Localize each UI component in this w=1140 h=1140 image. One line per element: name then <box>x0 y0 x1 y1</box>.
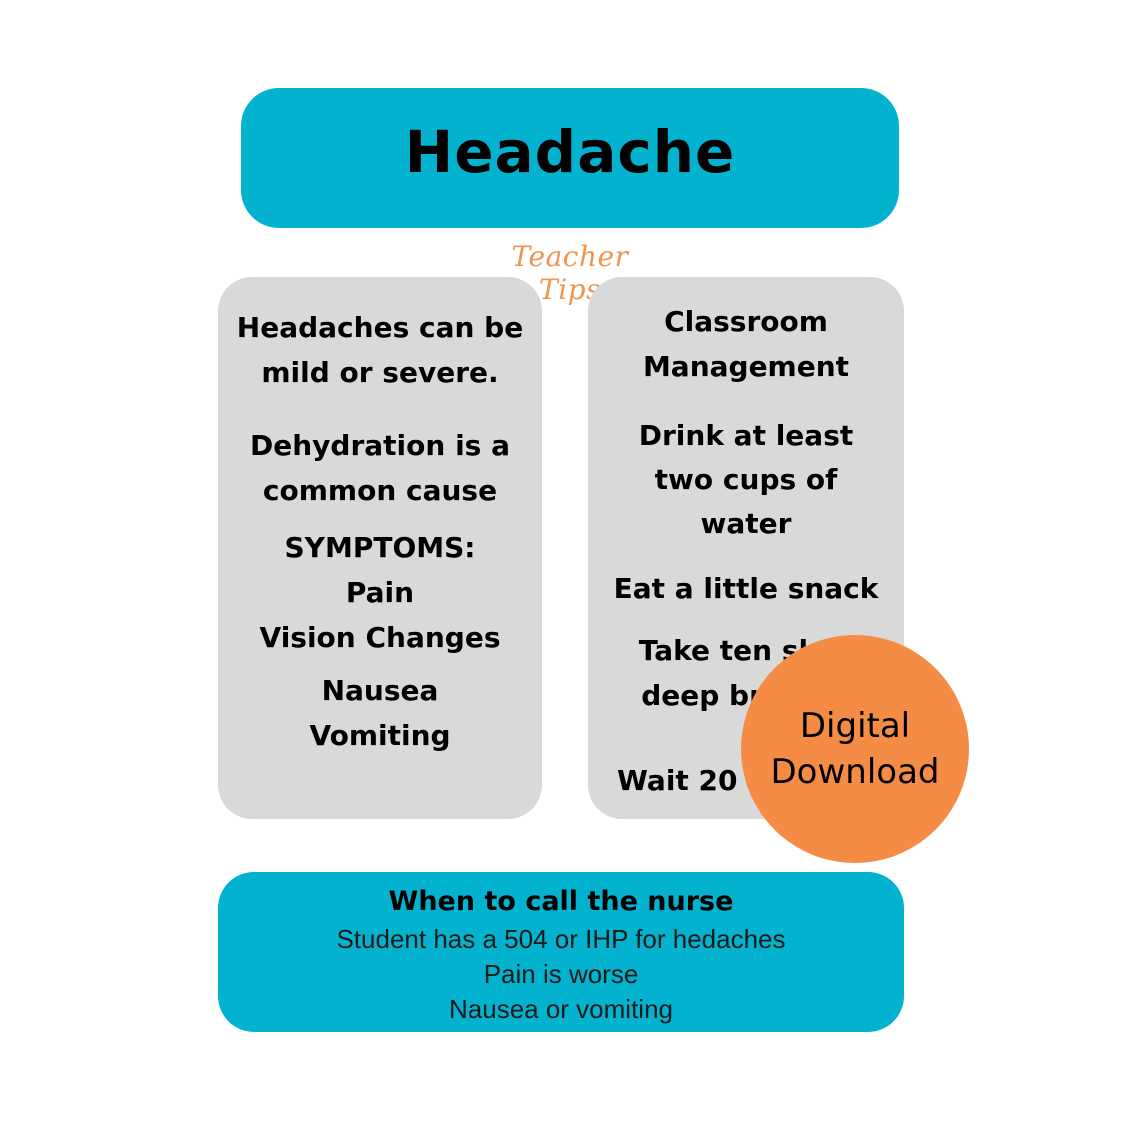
card-text-line: Headaches can be <box>236 311 524 344</box>
badge-line: Download <box>770 752 940 792</box>
symptom-item: Pain <box>345 576 415 609</box>
tip-item: Eat a little snack <box>613 572 879 605</box>
tip-item: two cups of <box>654 463 838 496</box>
title-banner: Headache <box>241 88 899 228</box>
symptom-item: Vomiting <box>309 719 451 752</box>
badge-line: Digital <box>799 706 911 746</box>
nurse-criteria-item: Pain is worse <box>483 959 639 989</box>
card-text-line: mild or severe. <box>261 356 499 389</box>
subtitle-teacher-tips: Teacher Tips <box>511 240 629 306</box>
info-card-left: Headaches can be mild or severe. Dehydra… <box>218 277 542 819</box>
symptom-item: Vision Changes <box>259 621 501 654</box>
call-nurse-box: When to call the nurse Student has a 504… <box>218 872 904 1032</box>
tip-item: water <box>700 507 792 540</box>
nurse-heading: When to call the nurse <box>388 886 734 917</box>
nurse-criteria-item: Nausea or vomiting <box>449 994 673 1024</box>
page-title: Headache <box>404 118 736 186</box>
card-heading: Classroom <box>664 305 828 338</box>
card-text-line: common cause <box>262 474 498 507</box>
tip-item: Drink at least <box>638 419 854 452</box>
symptoms-heading: SYMPTOMS: <box>284 531 476 564</box>
card-text-line: Dehydration is a <box>250 429 510 462</box>
nurse-criteria-item: Student has a 504 or IHP for hedaches <box>336 924 786 954</box>
symptom-item: Nausea <box>321 674 439 707</box>
card-heading: Management <box>642 350 850 383</box>
digital-download-badge: Digital Download <box>741 635 969 863</box>
